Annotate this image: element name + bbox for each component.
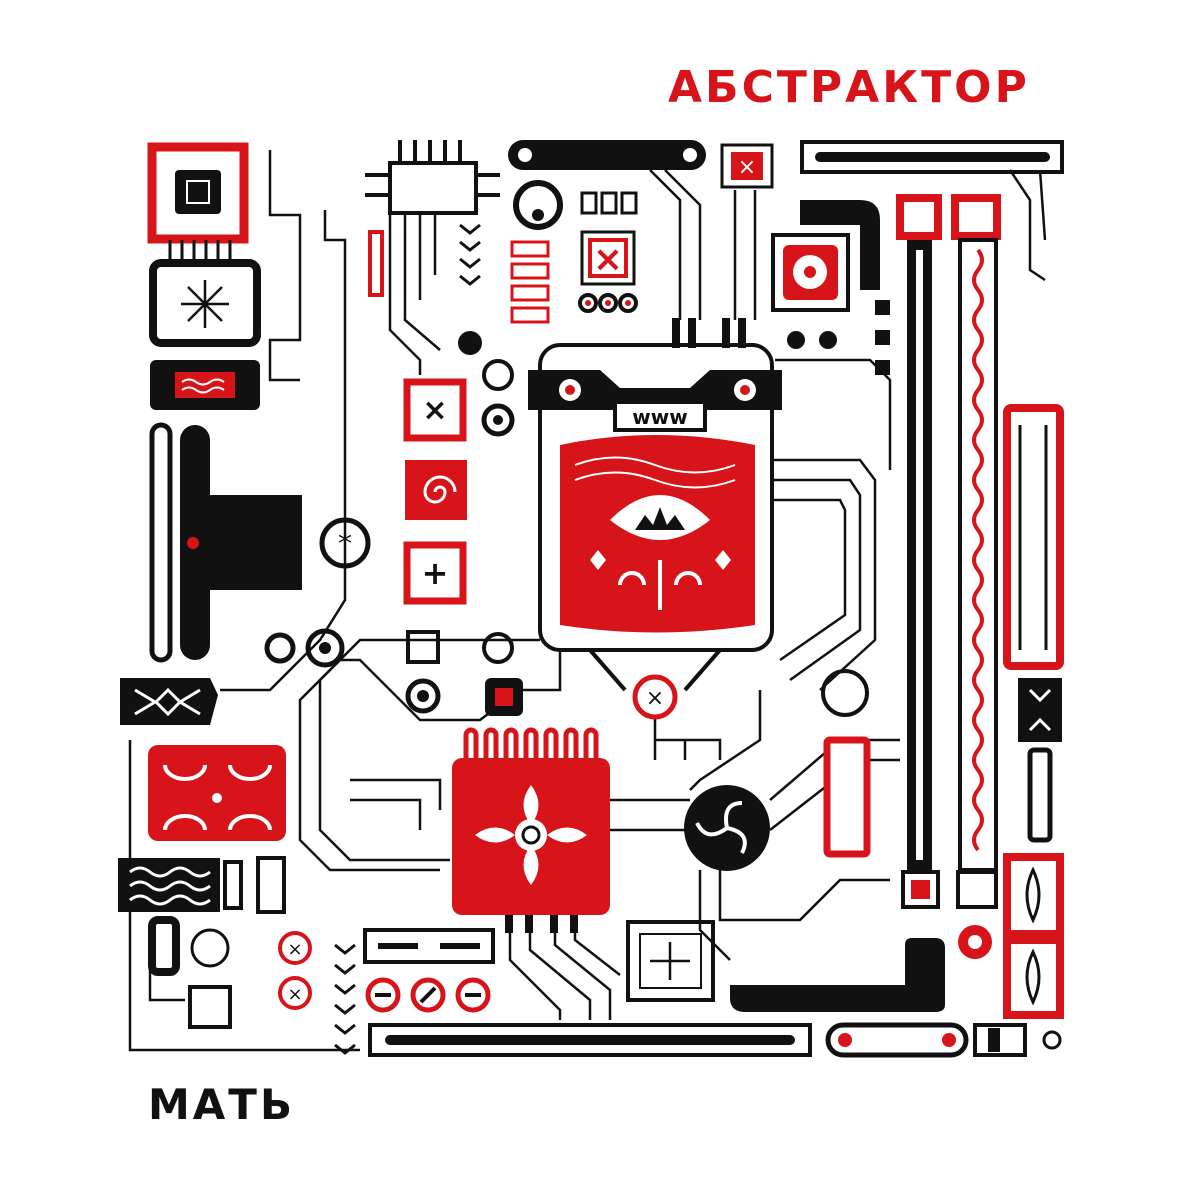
snowflake-screen (149, 259, 261, 347)
vertical-capsule (149, 422, 173, 663)
svg-text:×: × (646, 686, 664, 711)
chip-fins (463, 727, 599, 760)
red-ornament-column (1003, 404, 1064, 670)
x-circles: × × (278, 931, 312, 1010)
plus-box (403, 541, 467, 605)
snowflake-icon (181, 280, 229, 328)
top-right-bar (800, 140, 1064, 174)
red-x-icon: × (593, 239, 623, 280)
x-box (403, 378, 467, 442)
lotus-icon (635, 507, 685, 530)
svg-text:×: × (738, 155, 756, 180)
chevron-stack (334, 943, 356, 1055)
top-chip (388, 161, 478, 215)
ornament-tag (120, 678, 218, 725)
artist-name: АБСТРАКТОР (668, 62, 1030, 113)
red-frame-chip (147, 142, 249, 244)
star-circle (319, 517, 371, 569)
svg-text:+: + (422, 554, 449, 592)
svg-text:×: × (287, 939, 302, 960)
album-title: МАТЬ (148, 1080, 295, 1129)
svg-text:×: × (287, 984, 302, 1005)
svg-text:×: × (422, 393, 447, 428)
circuit-traces (128, 150, 1047, 1052)
central-processor (538, 343, 774, 652)
svg-text:www: www (632, 405, 687, 429)
red-vertical-slot (823, 736, 871, 858)
black-chip (175, 170, 221, 214)
bottom-long-bar (368, 1023, 812, 1057)
x-button-circle (632, 674, 678, 720)
t-bar-horizontal (180, 495, 302, 590)
svg-text:*: * (338, 527, 352, 560)
top-black-bar (508, 140, 706, 170)
red-vertical-rail (958, 238, 998, 872)
black-l-bar (730, 938, 945, 1012)
chip-pins (168, 240, 232, 262)
